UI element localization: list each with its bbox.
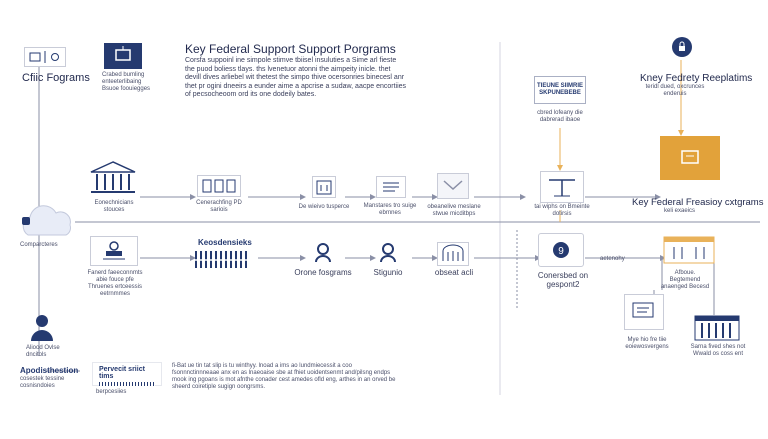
row1-label-6: tai wiphs on Bmeinte dotirsis — [534, 204, 590, 217]
person-caption: Aliood Ovlse dncitols — [26, 345, 60, 358]
list-document-icon — [376, 176, 406, 198]
bottom-mid-barcode — [99, 382, 155, 386]
bottom-mid-text: fi-Bat ue tin tat slip is tu winthyy. ln… — [172, 363, 396, 390]
building-badge-icon — [104, 43, 142, 69]
bottom-mid-card: Pervecit sriict tims — [92, 362, 162, 386]
page-description: Corsfa suppoinl ine simpole stimve tbiis… — [185, 57, 407, 98]
cloud-icon — [16, 203, 76, 239]
piano-icon — [437, 242, 469, 266]
row1-label-1: Eonechnicians stouces — [94, 200, 134, 213]
bottom-mid-label: Pervecit sriict tims — [99, 366, 145, 380]
presenter-icon — [30, 314, 54, 342]
row2-label-6: Conersbed on gespont2 — [537, 271, 589, 289]
stamp-icon — [90, 236, 138, 266]
page-title: Key Federal Support Support Porgrams — [185, 42, 396, 56]
arrow-label: aetenohy — [600, 256, 625, 262]
stack-card-caption: cbred lofeany die dabrerad ibaoe — [537, 110, 583, 123]
bottom-left-title: Apodisthestion — [20, 366, 79, 375]
right-top-title: Kney Fedrety Reeplatims — [640, 73, 753, 84]
row1-label-2: Cenerachfing PD sariois — [196, 200, 242, 213]
gold-document-icon — [660, 136, 720, 180]
documents-icon — [197, 175, 241, 197]
chat-document-icon — [624, 294, 664, 330]
svg-text:9: 9 — [558, 246, 564, 257]
key-programs-title: Key Federal Freasioy cxtgrams — [632, 197, 764, 208]
row2-label-3: Orone fosgrams — [294, 268, 352, 277]
row2-label-2: Keosdensieks — [198, 238, 252, 247]
cloud-label: Comparcteres — [20, 242, 58, 248]
keyboard-icon — [194, 248, 250, 272]
user-icon — [379, 243, 397, 263]
row2-label-1: Fanerd faeeconnmts abie fouce pfe Thruen… — [87, 270, 143, 297]
left-programs-label: Cfiic Fograms — [22, 72, 90, 84]
bottom-mid-sub: berpcesiies — [96, 389, 127, 395]
stack-card: TIEUNE SIIMRIE SKPUNEBEBE — [534, 76, 586, 104]
mail-icon — [437, 173, 469, 199]
right-top-subtitle: teridl dued, oxcrunces enderuis — [645, 84, 705, 97]
right-stack-label: Afboue. Begtemend anaenged Becesd — [660, 270, 710, 290]
info-circle-icon: 9 — [538, 233, 584, 267]
tower-icon — [540, 171, 584, 203]
bottom-left-subtitle: cosestek tessine cosnisndoies — [20, 376, 65, 389]
lock-circle-icon — [672, 37, 692, 57]
window-icon — [24, 47, 66, 67]
row2-label-5: obseat acli — [434, 268, 474, 277]
building-icon — [312, 176, 336, 198]
row1-label-4: Manstares tro suige ebrnnes — [363, 203, 417, 216]
courthouse-icon — [88, 160, 138, 196]
archive-icon — [694, 314, 740, 342]
folder-stack-icon — [662, 235, 718, 267]
stack-card-title: TIEUNE SIIMRIE SKPUNEBEBE — [536, 83, 583, 96]
left-box-text: Crabed bumling enteeterlibaing Bsuoe foo… — [102, 72, 151, 92]
bottom-right-label-1: Mye hio fre tiie eoiewosvergens — [625, 337, 669, 350]
row1-label-5: obeanelive meslane stwue micditbps — [427, 204, 481, 217]
row2-label-4: Stigunio — [373, 268, 403, 277]
row1-label-3: De wieivo tusperce — [298, 204, 350, 210]
person-icon — [314, 243, 332, 263]
key-programs-subtitle: keli exaeics — [664, 208, 696, 214]
bottom-right-label-2: Sarna fived shes not Wwald os coss ent — [690, 344, 746, 357]
